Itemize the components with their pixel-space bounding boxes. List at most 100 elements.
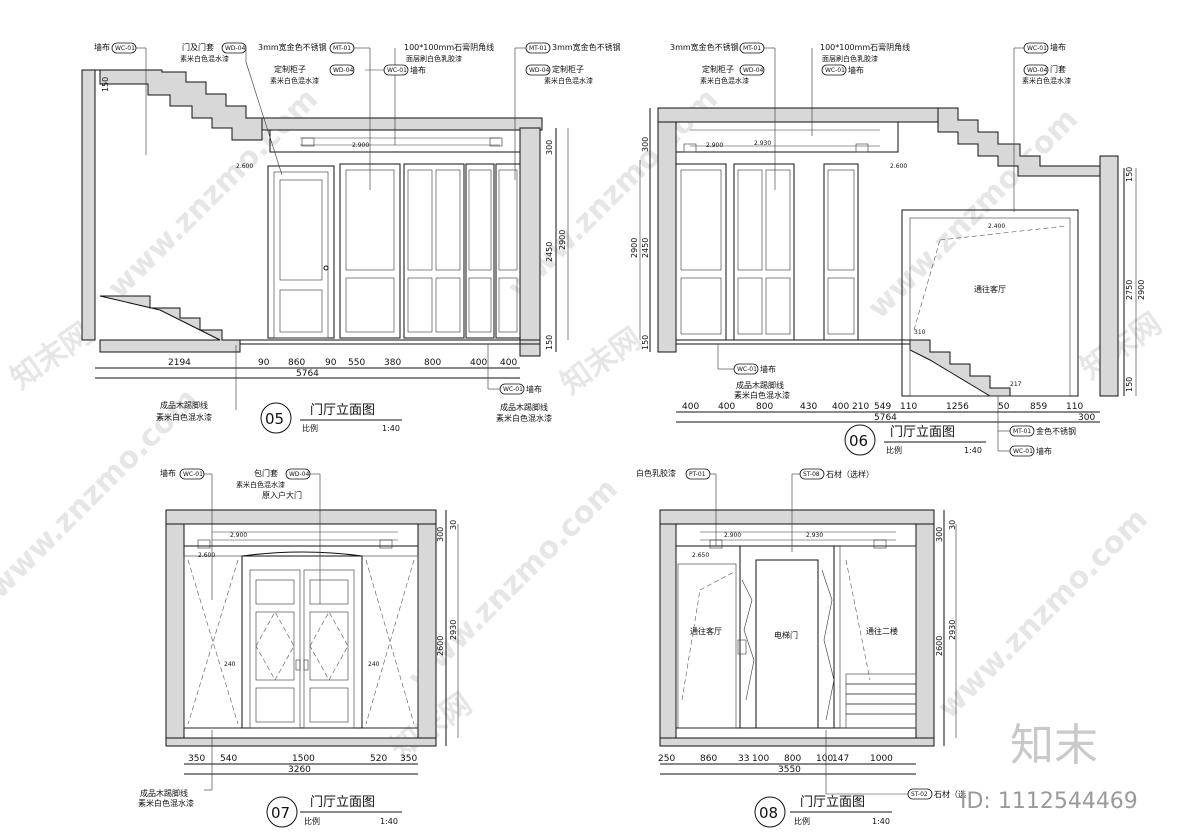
dim-value: 2600 (935, 636, 944, 656)
level-mark: 2.900 (230, 532, 247, 539)
dim-total: 5764 (296, 369, 319, 379)
dim-total: 3550 (778, 765, 801, 775)
elevation-07: 240 240 2.900 2.600 墙布 WC-01 包门套 WD-04 素… (138, 468, 459, 828)
cornice-profile (700, 531, 896, 541)
callout-label: 墙布 (410, 65, 426, 75)
dim-value: 800 (756, 402, 773, 412)
callout-sub: 素米白色混水漆 (180, 54, 229, 63)
dim-value: 2450 (545, 242, 554, 262)
left-wall-section (659, 509, 677, 747)
stair-lower-section (99, 295, 241, 353)
dim-value: 400 (500, 358, 517, 368)
material-tag: ST-02 (911, 791, 928, 798)
left-wall-section (81, 69, 263, 341)
dim-value: 210 (852, 402, 869, 412)
dim-value: 2450 (641, 238, 650, 258)
side-panel-left (183, 555, 243, 729)
callout-label: 定制柜子 (274, 64, 306, 74)
callout-sub: 面层刷白色乳胶漆 (406, 54, 462, 63)
opening-inner (909, 217, 1071, 397)
callout-label: 原入户大门 (262, 490, 302, 500)
view-number: 05 (265, 410, 284, 428)
dim-value: 2930 (948, 620, 957, 640)
callout-label: 3mm宽金色不锈钢 (552, 42, 621, 52)
watermark-logo: 知末网 (1075, 306, 1169, 386)
callout-sub: 素米白色混水漆 (270, 76, 319, 85)
material-tag: MT-01 (743, 45, 761, 52)
elevation-08: 通往客厅 电梯门 通往二楼 2.900 2.930 2.650 白色乳胶漆 PT… (636, 468, 966, 828)
door-leaf-right (303, 569, 355, 729)
callout-label: 石材（选样） (826, 469, 874, 479)
dim-value: 50 (998, 402, 1010, 412)
material-tag: WC-01 (503, 386, 523, 393)
callout-sub: 素米白色混水漆 (236, 480, 285, 489)
right-wall-section (519, 127, 541, 357)
dim-value: 150 (101, 77, 110, 92)
dim-value: 350 (188, 754, 205, 764)
scale-label: 比例 (302, 423, 318, 433)
dim-value: 30 (449, 520, 458, 530)
dim-value: 2900 (558, 230, 567, 250)
spotlight (379, 539, 393, 549)
view-title: 门厅立面图 (800, 795, 865, 810)
view-title: 门厅立面图 (890, 425, 955, 440)
spotlight (301, 137, 315, 147)
scale-label: 比例 (794, 816, 810, 826)
cornice-profile (212, 531, 398, 541)
callout-label: 定制柜子 (552, 64, 584, 74)
dim-value: 2750 (1125, 280, 1134, 300)
scale-label: 比例 (304, 816, 320, 826)
callout-label: 门套 (1050, 64, 1066, 74)
dim-value: 300 (935, 527, 944, 542)
callout-label: 墙布 (1036, 446, 1052, 456)
dim-value: 2900 (1137, 280, 1146, 300)
dim-value: 2194 (168, 358, 191, 368)
view-title: 门厅立面图 (310, 403, 375, 418)
callout-sub: 素米白色混水漆 (544, 76, 593, 85)
elevator-label: 电梯门 (774, 630, 798, 640)
floor-slab (659, 737, 935, 747)
callout-sub: 素米白色混水漆 (496, 413, 552, 423)
dim-value: 400 (682, 402, 699, 412)
dim-value: 860 (288, 358, 305, 368)
left-wall-section (165, 509, 185, 747)
material-tag: MT-01 (529, 45, 547, 52)
callout-label: 3mm宽金色不锈钢 (258, 42, 327, 52)
cornice-profile (300, 137, 500, 146)
spotlight (489, 137, 503, 147)
dim-value: 380 (384, 358, 401, 368)
dim-value: 110 (900, 402, 917, 412)
dim-value: 100 (816, 754, 833, 764)
material-tag: WC-01 (825, 67, 845, 74)
callout-sub: 素米白色混水漆 (156, 412, 212, 422)
scale-value: 1:40 (382, 424, 400, 433)
dim-value: 90 (325, 358, 337, 368)
callout-label: 墙布 (848, 65, 864, 75)
material-tag: ST-08 (803, 471, 820, 478)
scale-value: 1:40 (964, 446, 982, 455)
level-mark: 2.930 (806, 532, 823, 539)
callout-label: 3mm宽金色不锈钢 (670, 42, 739, 52)
cabinet-group (339, 163, 521, 339)
dim-value: 2900 (630, 238, 639, 258)
view-number-circle (260, 402, 292, 434)
callout-label: 成品木踢脚线 (160, 400, 208, 410)
spotlight (197, 539, 211, 549)
dim-value: 800 (784, 754, 801, 764)
side-dim: 240 (368, 661, 380, 668)
scale-label: 比例 (886, 445, 902, 455)
callout-label: 成品木踢脚线 (140, 788, 188, 798)
level-mark: 2.900 (724, 532, 741, 539)
material-tag: WC-01 (737, 366, 757, 373)
door-leaf (273, 171, 329, 339)
right-wall-section (1099, 155, 1119, 397)
dim-value: 859 (1030, 402, 1047, 412)
dim-value: 800 (424, 358, 441, 368)
callout-label: 墙布 (94, 42, 110, 52)
dim-value: 520 (370, 754, 387, 764)
ceiling-soffit (675, 121, 899, 153)
dim-value: 350 (400, 754, 417, 764)
material-tag: WD-04 (743, 67, 764, 74)
ceiling-slab (659, 509, 935, 525)
callout-sub: 素米白色混水漆 (138, 798, 194, 808)
